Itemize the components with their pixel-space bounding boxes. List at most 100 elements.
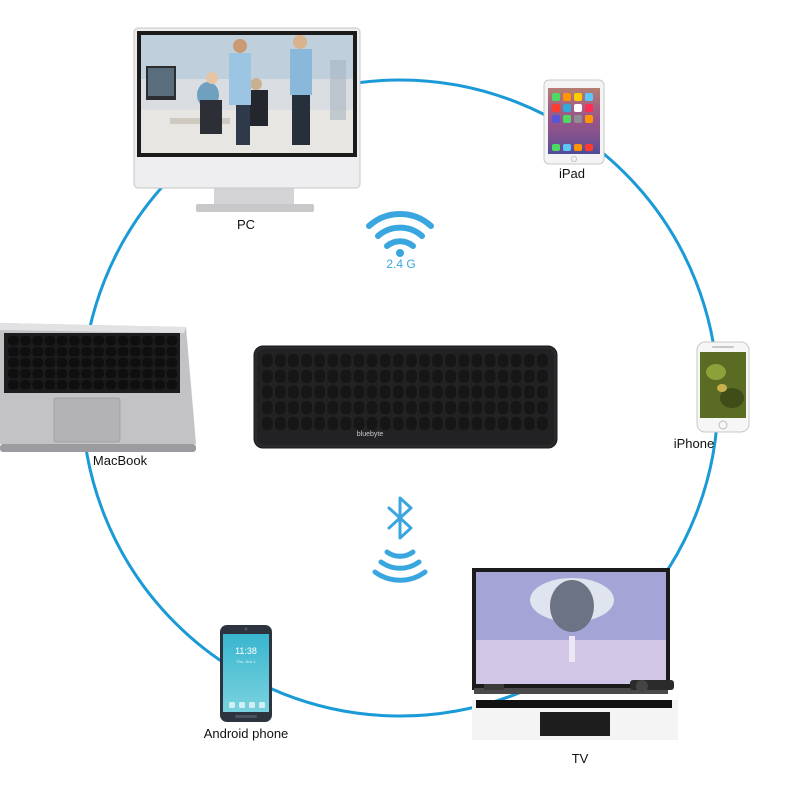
smartphone-icon (696, 341, 750, 433)
key (154, 358, 165, 368)
key (130, 347, 141, 357)
key (166, 347, 178, 357)
key (353, 416, 365, 430)
key (406, 354, 417, 368)
key (379, 416, 391, 430)
key (32, 380, 43, 390)
key (44, 336, 56, 346)
key (393, 401, 404, 415)
key (20, 347, 31, 357)
key (484, 369, 496, 383)
key (432, 401, 443, 415)
key (484, 354, 496, 368)
key (366, 401, 378, 415)
television-icon (472, 568, 678, 740)
key (56, 380, 68, 390)
key (366, 354, 378, 368)
key (32, 358, 43, 368)
key (537, 401, 548, 415)
key (432, 369, 443, 383)
key (353, 401, 365, 415)
key (20, 380, 31, 390)
key (537, 369, 548, 383)
key (69, 369, 80, 379)
key (327, 369, 339, 383)
key (93, 369, 104, 379)
key (142, 380, 153, 390)
key (105, 380, 117, 390)
key (166, 369, 178, 379)
laptop-icon (0, 323, 196, 452)
key (379, 401, 391, 415)
key (445, 416, 456, 430)
key (445, 385, 456, 399)
key (327, 401, 339, 415)
key (445, 369, 456, 383)
key (406, 401, 417, 415)
key (314, 385, 325, 399)
key (44, 369, 56, 379)
key (497, 401, 509, 415)
key (275, 401, 286, 415)
key (20, 336, 31, 346)
android-clock: 11:38 (235, 646, 257, 656)
key (537, 354, 548, 368)
key (471, 416, 483, 430)
key (471, 385, 483, 399)
key (419, 354, 430, 368)
key (379, 385, 391, 399)
key (262, 385, 273, 399)
key (366, 369, 378, 383)
key (445, 401, 456, 415)
key (93, 358, 104, 368)
key (69, 336, 80, 346)
key (471, 354, 483, 368)
key (32, 336, 43, 346)
key (130, 358, 141, 368)
key (93, 347, 104, 357)
key (262, 369, 273, 383)
key (458, 369, 470, 383)
android-date: Thu, Nov 1 (236, 659, 256, 664)
wifi-icon (366, 211, 434, 257)
key (393, 416, 404, 430)
key (314, 401, 325, 415)
key (301, 416, 312, 430)
key (301, 401, 312, 415)
key (458, 385, 470, 399)
key (142, 369, 153, 379)
key (406, 369, 417, 383)
key (393, 385, 404, 399)
key (154, 380, 165, 390)
key (288, 369, 299, 383)
bluetooth-icon (372, 496, 428, 583)
key (537, 416, 548, 430)
key (524, 401, 535, 415)
key (510, 385, 522, 399)
keyboard-keys (262, 354, 548, 430)
key (142, 347, 153, 357)
key (484, 416, 496, 430)
key (353, 369, 365, 383)
tablet-icon (543, 79, 605, 165)
key (93, 336, 104, 346)
key (340, 369, 352, 383)
key (393, 369, 404, 383)
key (432, 385, 443, 399)
key (340, 354, 352, 368)
key (379, 354, 391, 368)
key (419, 416, 430, 430)
key (366, 385, 378, 399)
key (117, 369, 129, 379)
key (366, 416, 378, 430)
key (458, 401, 470, 415)
key (262, 416, 273, 430)
iphone-label: iPhone (674, 436, 714, 451)
key (288, 401, 299, 415)
key (262, 354, 273, 368)
key (314, 369, 325, 383)
key (327, 416, 339, 430)
android-phone-icon: 11:38 Thu, Nov 1 (220, 625, 272, 722)
key (497, 369, 509, 383)
